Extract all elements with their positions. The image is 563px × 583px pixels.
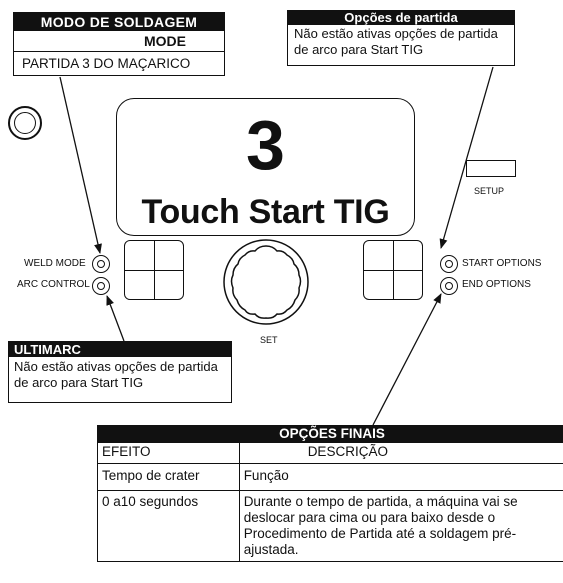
- setup-label: SETUP: [474, 186, 505, 196]
- ultimarc-text: Não estão ativas opções de partida de ar…: [14, 359, 218, 390]
- weld-mode-callout: MODO DE SOLDAGEM MODE PARTIDA 3 DO MAÇAR…: [13, 12, 225, 76]
- right-directional-pad[interactable]: [363, 240, 423, 300]
- set-knob[interactable]: [221, 234, 311, 330]
- end-options-button[interactable]: [440, 277, 458, 295]
- ultimarc-title: ULTIMARC: [9, 342, 231, 357]
- weld-mode-button[interactable]: [92, 255, 110, 273]
- table-cell-description: Função: [238, 463, 563, 491]
- start-options-label: START OPTIONS: [462, 258, 542, 269]
- setup-button[interactable]: [466, 160, 516, 177]
- table-cell-description: Durante o tempo de partida, a máquina va…: [238, 490, 563, 562]
- arc-control-label: ARC CONTROL: [17, 279, 90, 290]
- display-number: 3: [246, 106, 285, 184]
- table-cell-effect: Tempo de crater: [97, 463, 240, 491]
- weld-mode-title: MODO DE SOLDAGEM: [14, 13, 224, 31]
- start-options-pointer: [439, 66, 494, 249]
- start-options-button[interactable]: [440, 255, 458, 273]
- round-connector: [8, 106, 42, 140]
- column-header-description: DESCRIÇÃO: [238, 442, 563, 464]
- start-options-callout: Opções de partida Não estão ativas opçõe…: [287, 10, 515, 66]
- start-options-text: Não estão ativas opções de partida de ar…: [294, 26, 498, 57]
- table-cell-effect: 0 a10 segundos: [97, 490, 240, 562]
- weld-mode-value: PARTIDA 3 DO MAÇARICO: [22, 56, 191, 71]
- set-label: SET: [260, 335, 278, 345]
- round-connector-inner: [14, 112, 36, 134]
- weld-mode-mode-label: MODE: [14, 31, 224, 52]
- table-row: 0 a10 segundos Durante o tempo de partid…: [97, 490, 563, 562]
- final-options-table: OPÇÕES FINAIS EFEITO DESCRIÇÃO Tempo de …: [97, 425, 563, 562]
- ultimarc-callout: ULTIMARC Não estão ativas opções de part…: [8, 341, 232, 403]
- display-screen: [116, 98, 415, 236]
- arc-control-button[interactable]: [92, 277, 110, 295]
- final-options-title: OPÇÕES FINAIS: [97, 425, 563, 443]
- start-options-title: Opções de partida: [288, 11, 514, 25]
- table-row: Tempo de crater Função: [97, 463, 563, 491]
- display-text: Touch Start TIG: [141, 193, 390, 231]
- weld-mode-pointer: [59, 76, 102, 254]
- end-options-pointer: [372, 293, 442, 426]
- weld-mode-label: WELD MODE: [24, 258, 86, 269]
- end-options-label: END OPTIONS: [462, 279, 531, 290]
- left-directional-pad[interactable]: [124, 240, 184, 300]
- column-header-effect: EFEITO: [97, 442, 240, 464]
- ultimarc-pointer: [106, 295, 125, 342]
